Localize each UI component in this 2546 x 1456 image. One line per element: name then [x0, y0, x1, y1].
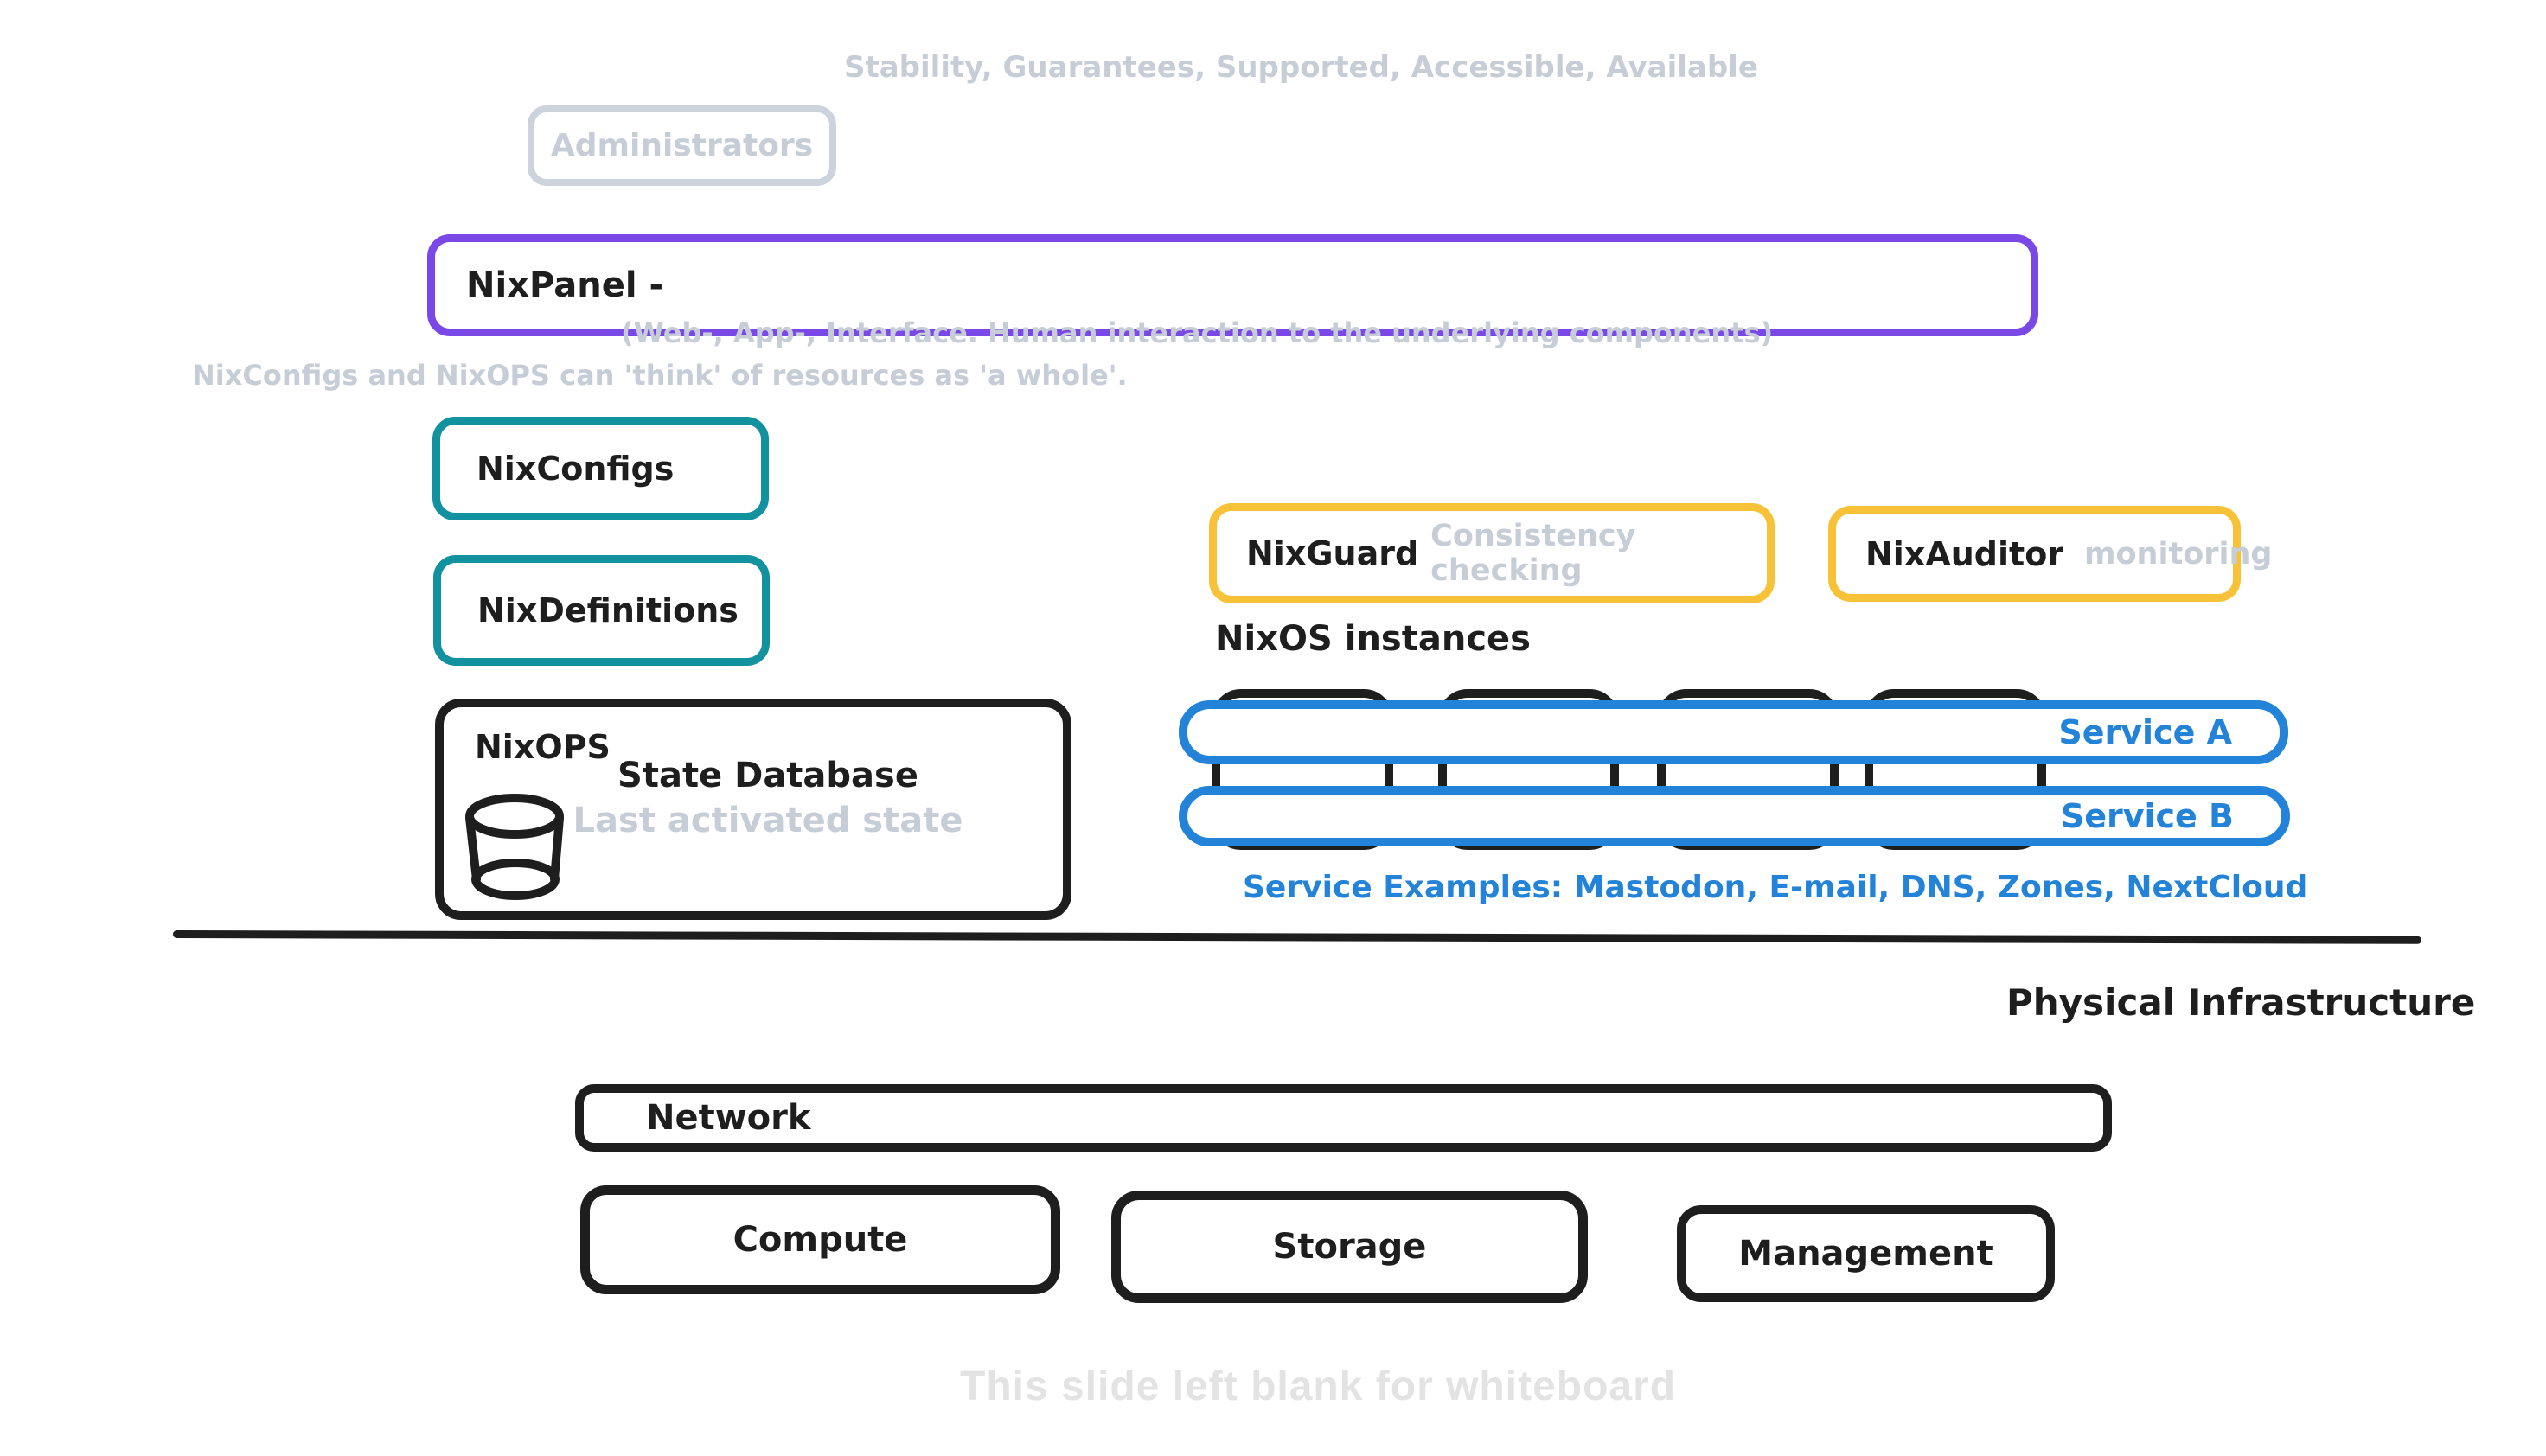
service-a-label: Service A — [2058, 713, 2232, 751]
network-box: Network — [575, 1084, 2112, 1152]
nixguard-annotation: Consistency checking — [1430, 519, 1636, 588]
nixdefinitions-label: NixDefinitions — [477, 591, 739, 629]
nixauditor-label: NixAuditor — [1865, 534, 2064, 573]
state-database-subtitle: Last activated state — [573, 801, 963, 840]
compute-box: Compute — [580, 1185, 1060, 1294]
administrators-label: Administrators — [550, 128, 814, 163]
whole-note-annotation: NixConfigs and NixOPS can 'think' of res… — [192, 359, 1128, 392]
storage-label: Storage — [1272, 1227, 1427, 1267]
nixdefinitions-box: NixDefinitions — [433, 555, 770, 666]
service-b-band: Service B — [1179, 786, 2290, 846]
whiteboard-note: This slide left blank for whiteboard — [960, 1363, 1677, 1409]
nixauditor-box: NixAuditor monitoring — [1828, 506, 2272, 602]
nixpanel-box: NixPanel - — [427, 234, 2038, 336]
physical-infrastructure-label: Physical Infrastructure — [2006, 981, 2476, 1024]
nixguard-label: NixGuard — [1246, 534, 1419, 572]
compute-label: Compute — [732, 1220, 908, 1260]
qualities-annotation: Stability, Guarantees, Supported, Access… — [844, 50, 1758, 85]
service-b-label: Service B — [2060, 797, 2234, 835]
administrators-box: Administrators — [528, 105, 836, 186]
service-examples-annotation: Service Examples: Mastodon, E-mail, DNS,… — [1243, 870, 2308, 905]
nixauditor-annotation: monitoring — [2084, 536, 2273, 572]
storage-box: Storage — [1111, 1191, 1588, 1303]
section-divider-line — [172, 930, 2422, 944]
service-a-band: Service A — [1179, 700, 2288, 764]
state-database-title: State Database — [617, 756, 918, 795]
management-box: Management — [1677, 1205, 2055, 1302]
nixpanel-description: (Web-, App-, Interface. Human interactio… — [621, 316, 1774, 349]
management-label: Management — [1738, 1234, 1993, 1274]
nixops-box: NixOPS State Database Last activated sta… — [435, 699, 1071, 920]
nixpanel-label: NixPanel - — [466, 265, 664, 305]
nixguard-box: NixGuard Consistency checking — [1209, 503, 1775, 603]
database-icon — [465, 794, 564, 900]
nixconfigs-box: NixConfigs — [432, 417, 769, 520]
nixconfigs-label: NixConfigs — [477, 450, 675, 488]
nixops-label: NixOPS — [475, 728, 611, 766]
network-label: Network — [646, 1098, 811, 1138]
nixos-instances-label: NixOS instances — [1215, 619, 1531, 659]
